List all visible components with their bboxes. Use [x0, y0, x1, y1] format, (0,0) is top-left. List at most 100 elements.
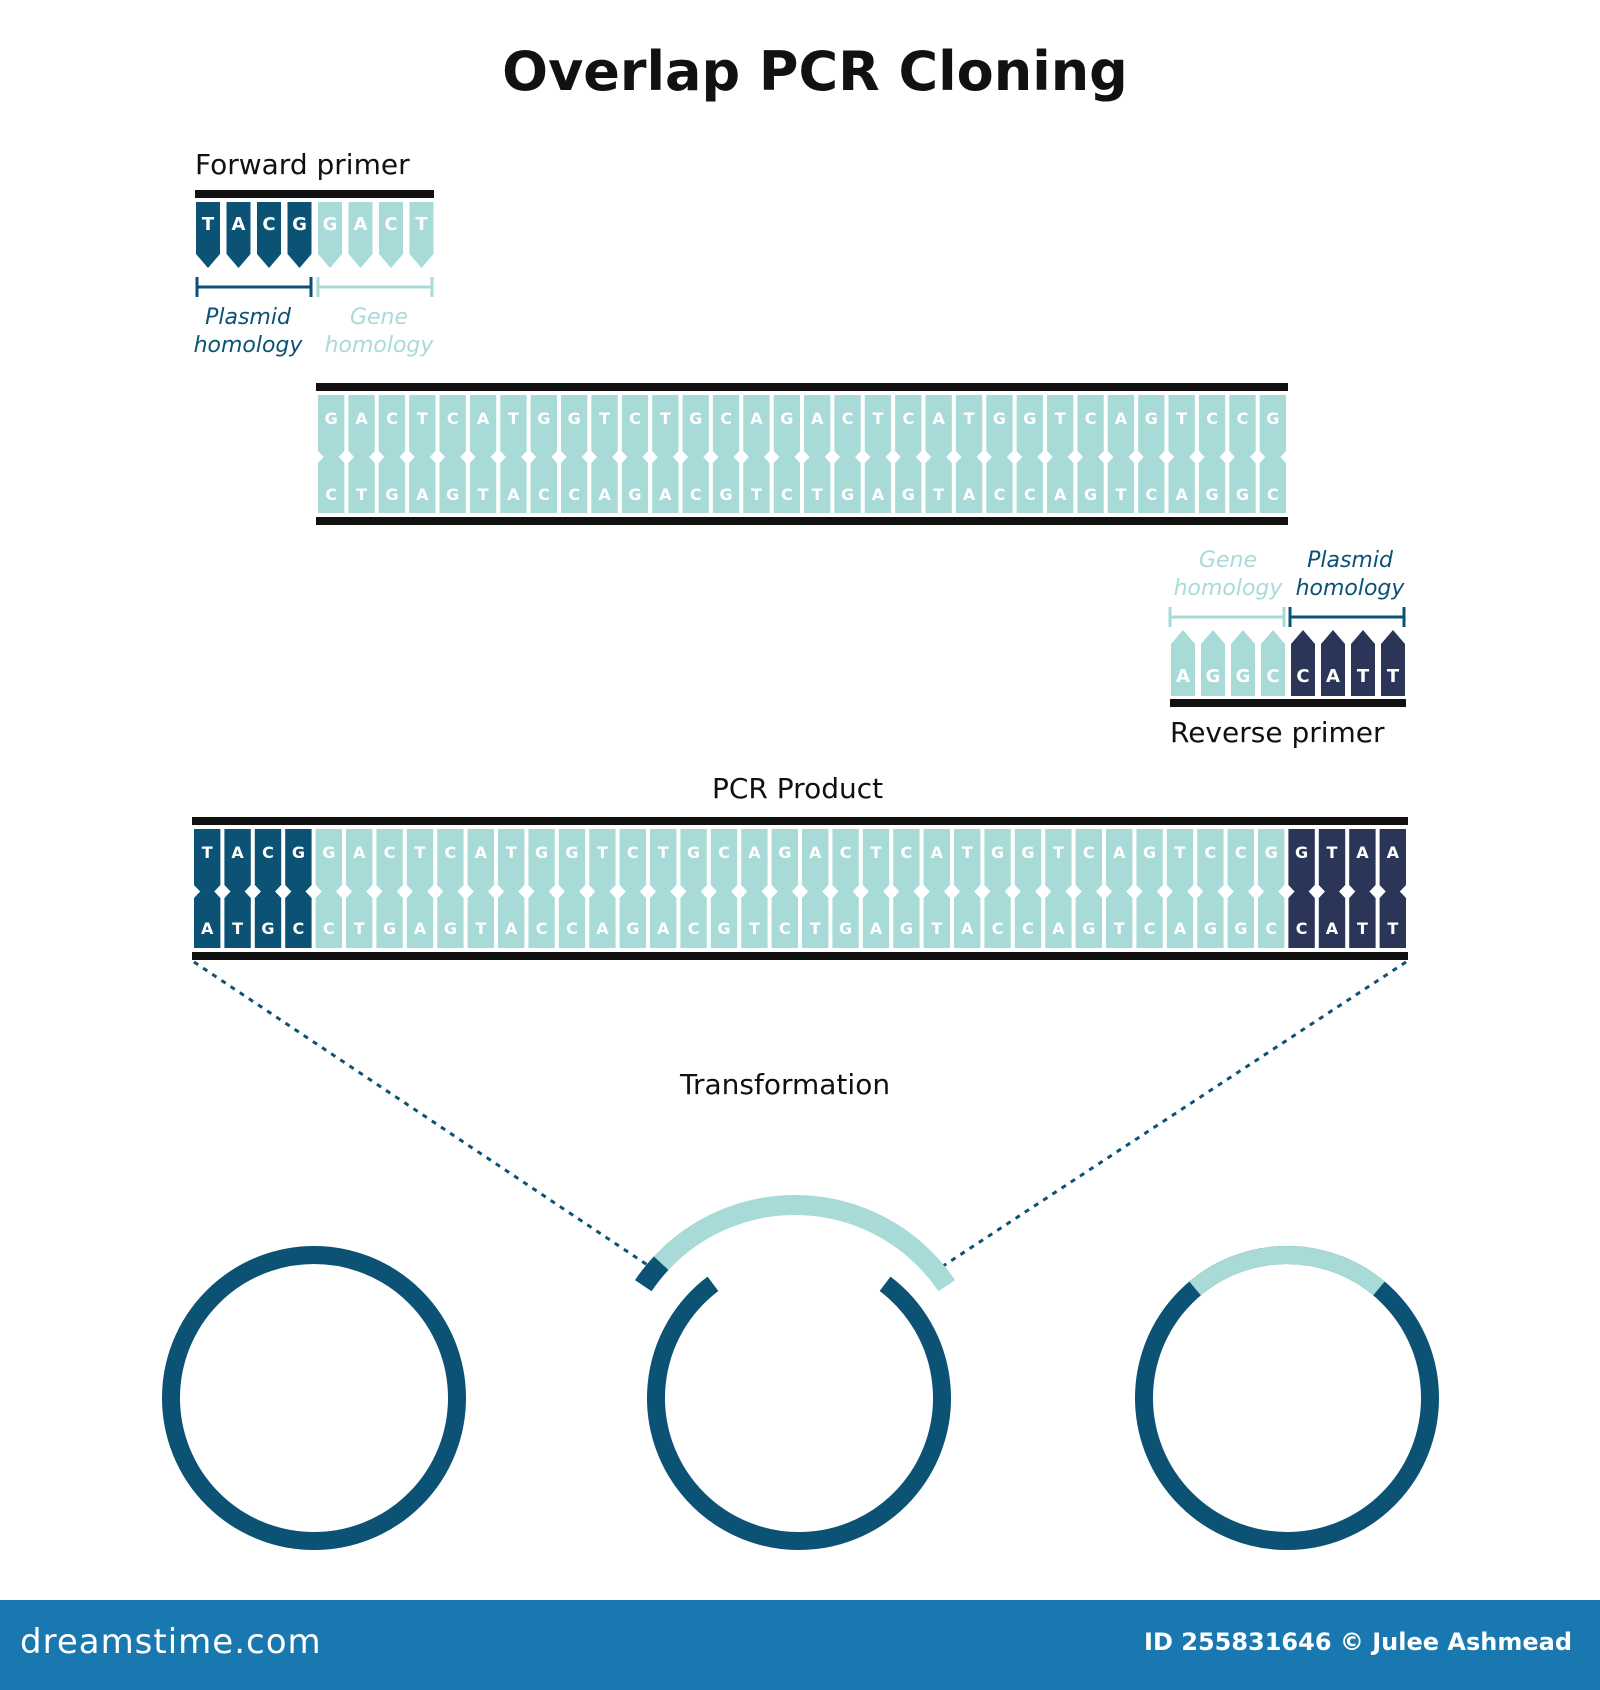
pcr-bottom-base-letter: C: [566, 919, 578, 938]
right-guide-line: [939, 960, 1407, 1270]
pcr-top-base-letter: A: [1387, 843, 1400, 862]
template-bottom-base-bar: [682, 449, 709, 513]
pcr-bottom-base-bar: [437, 884, 464, 948]
pcr-bottom-base-bar: [771, 884, 798, 948]
template-top-base-bar: [500, 395, 527, 465]
pcr-bottom-base-letter: T: [354, 919, 365, 938]
pcr-top-base-bar: [498, 829, 525, 899]
pcr-top-base-bar: [1106, 829, 1133, 899]
pcr-bottom-base-letter: G: [717, 919, 730, 938]
template-top-base-bar: [348, 395, 375, 465]
pcr-top-base-bar: [285, 829, 312, 899]
pcr-bottom-base-bar: [1136, 884, 1163, 948]
template-bottom-base-bar: [1047, 449, 1074, 513]
recombinant-gene-arc: [1189, 1246, 1385, 1296]
template-bottom-base-bar: [895, 449, 922, 513]
template-bottom-base-letter: T: [812, 485, 823, 504]
template-bottom-base-bar: [561, 449, 588, 513]
template-top-base-letter: A: [932, 409, 945, 428]
reverse-primer-base-bar: [1261, 630, 1285, 696]
forward-primer-base-bar: [409, 202, 434, 268]
template-top-base-letter: G: [1145, 409, 1158, 428]
template-top-base-bar: [318, 395, 345, 465]
template-bottom-base-bar: [530, 449, 557, 513]
template-bottom-base-letter: C: [1267, 485, 1279, 504]
reverse-primer-base-letter: A: [1176, 666, 1190, 687]
template-bottom-base-letter: A: [963, 485, 976, 504]
template-bottom-base-bar: [1168, 449, 1195, 513]
pcr-top-base-letter: A: [1356, 843, 1369, 862]
pcr-bottom-base-letter: C: [536, 919, 548, 938]
pcr-top-base-letter: C: [445, 843, 457, 862]
template-top-base-letter: G: [537, 409, 550, 428]
forward-gene-homology-line1: Gene: [349, 305, 409, 330]
pcr-bottom-base-bar: [954, 884, 981, 948]
empty-plasmid-ring: [162, 1246, 466, 1550]
reverse-primer-base-bar: [1351, 630, 1375, 696]
pcr-bottom-base-bar: [1014, 884, 1042, 948]
reverse-plasmid-homology-line2: homology: [1295, 576, 1405, 601]
template-bottom-base-bar: [864, 449, 892, 513]
template-bottom-base-bar: [1229, 449, 1256, 513]
template-bottom-base-letter: T: [751, 485, 762, 504]
pcr-top-base-letter: T: [202, 843, 213, 862]
pcr-bottom-base-bar: [862, 884, 890, 948]
pcr-top-base-letter: C: [627, 843, 639, 862]
pcr-bottom-base-letter: A: [201, 919, 214, 938]
template-top-base-bar: [1198, 395, 1226, 465]
page-title: Overlap PCR Cloning: [502, 40, 1128, 103]
forward-primer-rail: [195, 190, 434, 198]
pcr-top-base-bar: [650, 829, 677, 899]
pcr-top-base-bar: [254, 829, 282, 899]
template-bottom-base-bar: [1198, 449, 1226, 513]
pcr-bottom-base-letter: G: [1234, 919, 1247, 938]
template-top-base-bar: [834, 395, 861, 465]
template-bottom-base-letter: C: [538, 485, 550, 504]
pcr-top-base-letter: A: [748, 843, 761, 862]
forward-primer-base-bar: [287, 202, 312, 268]
pcr-top-base-letter: T: [871, 843, 882, 862]
forward-primer-base-letter: G: [323, 214, 338, 235]
template-top-base-letter: T: [417, 409, 428, 428]
template-top-base-bar: [743, 395, 770, 465]
forward-primer-base-letter: A: [232, 214, 246, 235]
template-bottom-base-bar: [773, 449, 800, 513]
template-bottom-base-bar: [378, 449, 406, 513]
pcr-top-base-letter: G: [565, 843, 578, 862]
template-bottom-base-bar: [955, 449, 983, 513]
pcr-bottom-base-letter: G: [1082, 919, 1095, 938]
pcr-top-base-bar: [1227, 829, 1254, 899]
template-top-base-bar: [530, 395, 557, 465]
reverse-primer-base-letter: T: [1357, 666, 1370, 687]
template-bottom-rail: [316, 517, 1288, 525]
pcr-top-base-bar: [1045, 829, 1072, 899]
pcr-top-base-letter: A: [1113, 843, 1126, 862]
template-bottom-base-letter: A: [659, 485, 672, 504]
template-bottom-base-letter: G: [719, 485, 732, 504]
pcr-bottom-base-letter: T: [1114, 919, 1125, 938]
template-bottom-base-letter: T: [356, 485, 367, 504]
pcr-top-base-bar: [1197, 829, 1224, 899]
gene-insert-arc: [653, 1195, 937, 1271]
template-bottom-base-letter: T: [478, 485, 489, 504]
template-top-base-letter: G: [780, 409, 793, 428]
pcr-product-label: PCR Product: [712, 772, 884, 805]
template-bottom-base-bar: [621, 449, 649, 513]
pcr-top-base-bar: [619, 829, 646, 899]
reverse-plasmid-homology-label: Plasmid homology: [1288, 547, 1412, 603]
pcr-bottom-base-bar: [619, 884, 646, 948]
pcr-top-base-bar: [406, 829, 434, 899]
pcr-bottom-base-bar: [1045, 884, 1072, 948]
template-bottom-base-letter: A: [872, 485, 885, 504]
pcr-top-base-bar: [1288, 829, 1315, 899]
template-top-base-letter: C: [902, 409, 914, 428]
pcr-top-base-bar: [954, 829, 981, 899]
forward-primer-base-letter: G: [292, 214, 307, 235]
pcr-top-base-letter: A: [353, 843, 366, 862]
pcr-top-rail: [192, 817, 1408, 825]
reverse-primer-base-letter: C: [1296, 666, 1309, 687]
pcr-bottom-base-letter: A: [1052, 919, 1065, 938]
pcr-top-base-bar: [741, 829, 768, 899]
pcr-top-base-bar: [862, 829, 890, 899]
pcr-bottom-base-bar: [650, 884, 677, 948]
